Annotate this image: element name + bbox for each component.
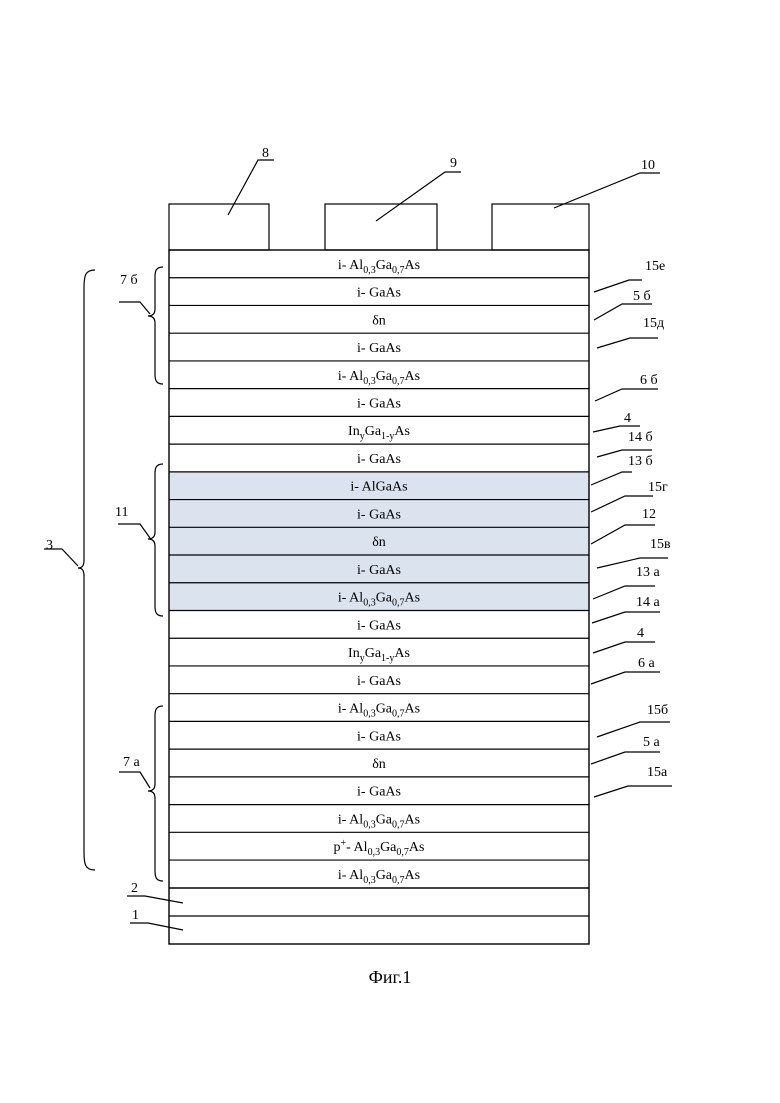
right-label: 5 а	[643, 735, 661, 750]
right-label: 4	[624, 411, 631, 426]
brace-7a	[148, 706, 163, 881]
layer-label: p+- Al0,3Ga0,7As	[334, 838, 425, 858]
right-label: 6 б	[640, 373, 658, 388]
braces	[78, 267, 163, 881]
layer-label: i- GaAs	[357, 563, 401, 578]
layer-label: i- GaAs	[357, 785, 401, 800]
label-11: 11	[115, 505, 128, 520]
right-leader	[591, 672, 660, 684]
right-label: 15г	[648, 480, 668, 495]
right-label: 12	[642, 507, 656, 522]
layer-label: i- GaAs	[357, 341, 401, 356]
layer-label: δn	[372, 535, 386, 550]
leader-2	[127, 896, 183, 903]
contact-9	[325, 204, 437, 250]
right-label: 6 а	[638, 656, 656, 671]
right-label: 15е	[645, 259, 665, 274]
leader-7a	[119, 772, 150, 788]
layer-label: i- GaAs	[357, 729, 401, 744]
contact-label-9: 9	[450, 156, 457, 171]
layer-label: i- Al0,3Ga0,7As	[338, 369, 420, 387]
right-leader	[593, 642, 655, 653]
right-label: 15б	[647, 703, 668, 718]
right-label: 15д	[643, 316, 664, 331]
brace-3	[78, 270, 95, 870]
layer-label: i- GaAs	[357, 397, 401, 412]
right-leader	[594, 786, 672, 797]
right-label: 5 б	[633, 289, 651, 304]
label-3: 3	[46, 538, 53, 553]
right-leader	[592, 612, 660, 623]
right-label: 14 б	[628, 430, 653, 445]
layer-label: i- Al0,3Ga0,7As	[338, 702, 420, 720]
layer-label: i- GaAs	[357, 618, 401, 633]
right-leader	[595, 389, 658, 401]
right-label: 13 а	[636, 565, 661, 580]
right-leader	[597, 338, 658, 348]
layer-label: InyGa1-yAs	[348, 646, 410, 664]
contact-label-10: 10	[641, 158, 655, 173]
right-labels: 15е 5 б 15д 6 б 4 14 б 13 б 15г 12 15в 13 а 14 а 4 6 …	[624, 259, 671, 780]
layer-label: δn	[372, 757, 386, 772]
label-1: 1	[132, 908, 139, 923]
contacts	[169, 204, 589, 250]
leader-7b	[119, 302, 150, 314]
leader-8	[228, 160, 274, 215]
contact-leaders	[228, 160, 660, 221]
layer-label: i- AlGaAs	[350, 480, 407, 495]
layer-label: InyGa1-yAs	[348, 424, 410, 442]
label-7b: 7 б	[120, 273, 138, 288]
layer-label: i- Al0,3Ga0,7As	[338, 868, 420, 886]
brace-11	[148, 464, 163, 616]
layer-label: i- Al0,3Ga0,7As	[338, 258, 420, 276]
right-leader	[591, 525, 655, 544]
leader-9	[376, 172, 461, 221]
layer-label: i- GaAs	[357, 507, 401, 522]
right-label: 4	[637, 626, 644, 641]
layer-label: i- Al0,3Ga0,7As	[338, 812, 420, 830]
layer-label: i- GaAs	[357, 286, 401, 301]
right-leader	[591, 752, 660, 764]
right-label: 13 б	[628, 454, 653, 469]
right-label: 14 а	[636, 595, 661, 610]
brace-7b	[148, 267, 163, 384]
leader-10	[554, 173, 660, 208]
label-2: 2	[131, 881, 138, 896]
contact-8	[169, 204, 269, 250]
layer-label: i- GaAs	[357, 452, 401, 467]
right-leader	[591, 472, 632, 485]
leader-1	[130, 923, 183, 930]
figure-caption: Фиг.1	[369, 967, 412, 987]
right-label: 15в	[650, 537, 671, 552]
layer-label: δn	[372, 313, 386, 328]
contact-label-8: 8	[262, 146, 269, 161]
contact-10	[492, 204, 589, 250]
leader-11	[118, 524, 150, 538]
right-label: 15а	[647, 765, 668, 780]
label-7a: 7 а	[123, 755, 141, 770]
layer-label: i- GaAs	[357, 674, 401, 689]
